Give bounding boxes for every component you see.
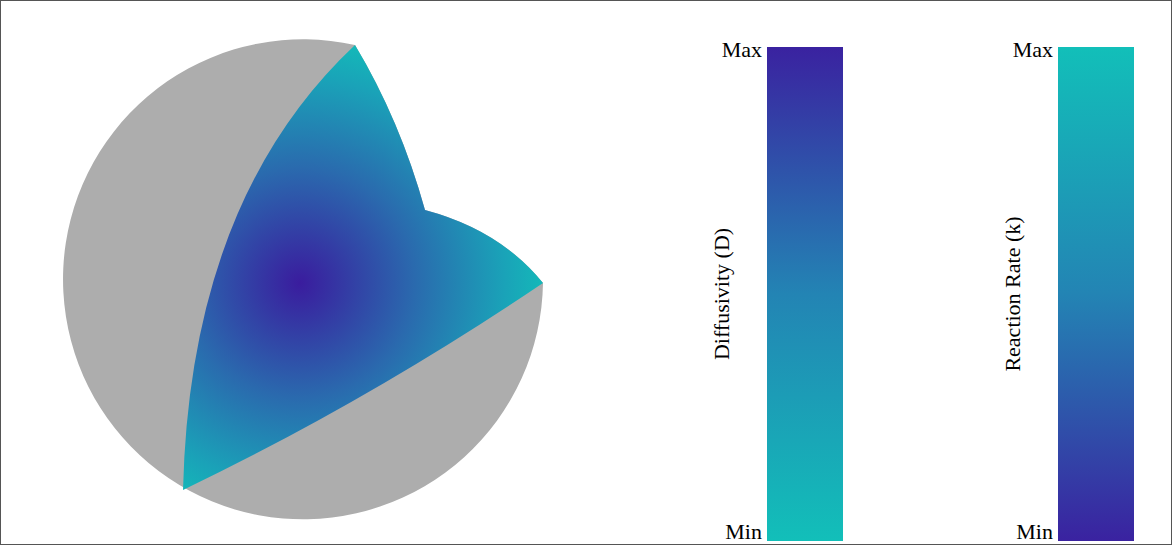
reaction-rate-colorbar xyxy=(1058,47,1134,541)
scale-min: Min xyxy=(1016,520,1053,544)
scale-max: Max xyxy=(1013,38,1053,62)
scale-max: Max xyxy=(722,38,762,62)
sphere-shell xyxy=(63,39,543,519)
scale-min: Min xyxy=(725,520,762,544)
colorbar-title: Reaction Rate (k) xyxy=(1001,216,1025,371)
diffusivity-colorbar xyxy=(767,47,843,541)
colorbar-title: Diffusivity (D) xyxy=(710,228,734,360)
cutaway-section xyxy=(183,45,543,490)
